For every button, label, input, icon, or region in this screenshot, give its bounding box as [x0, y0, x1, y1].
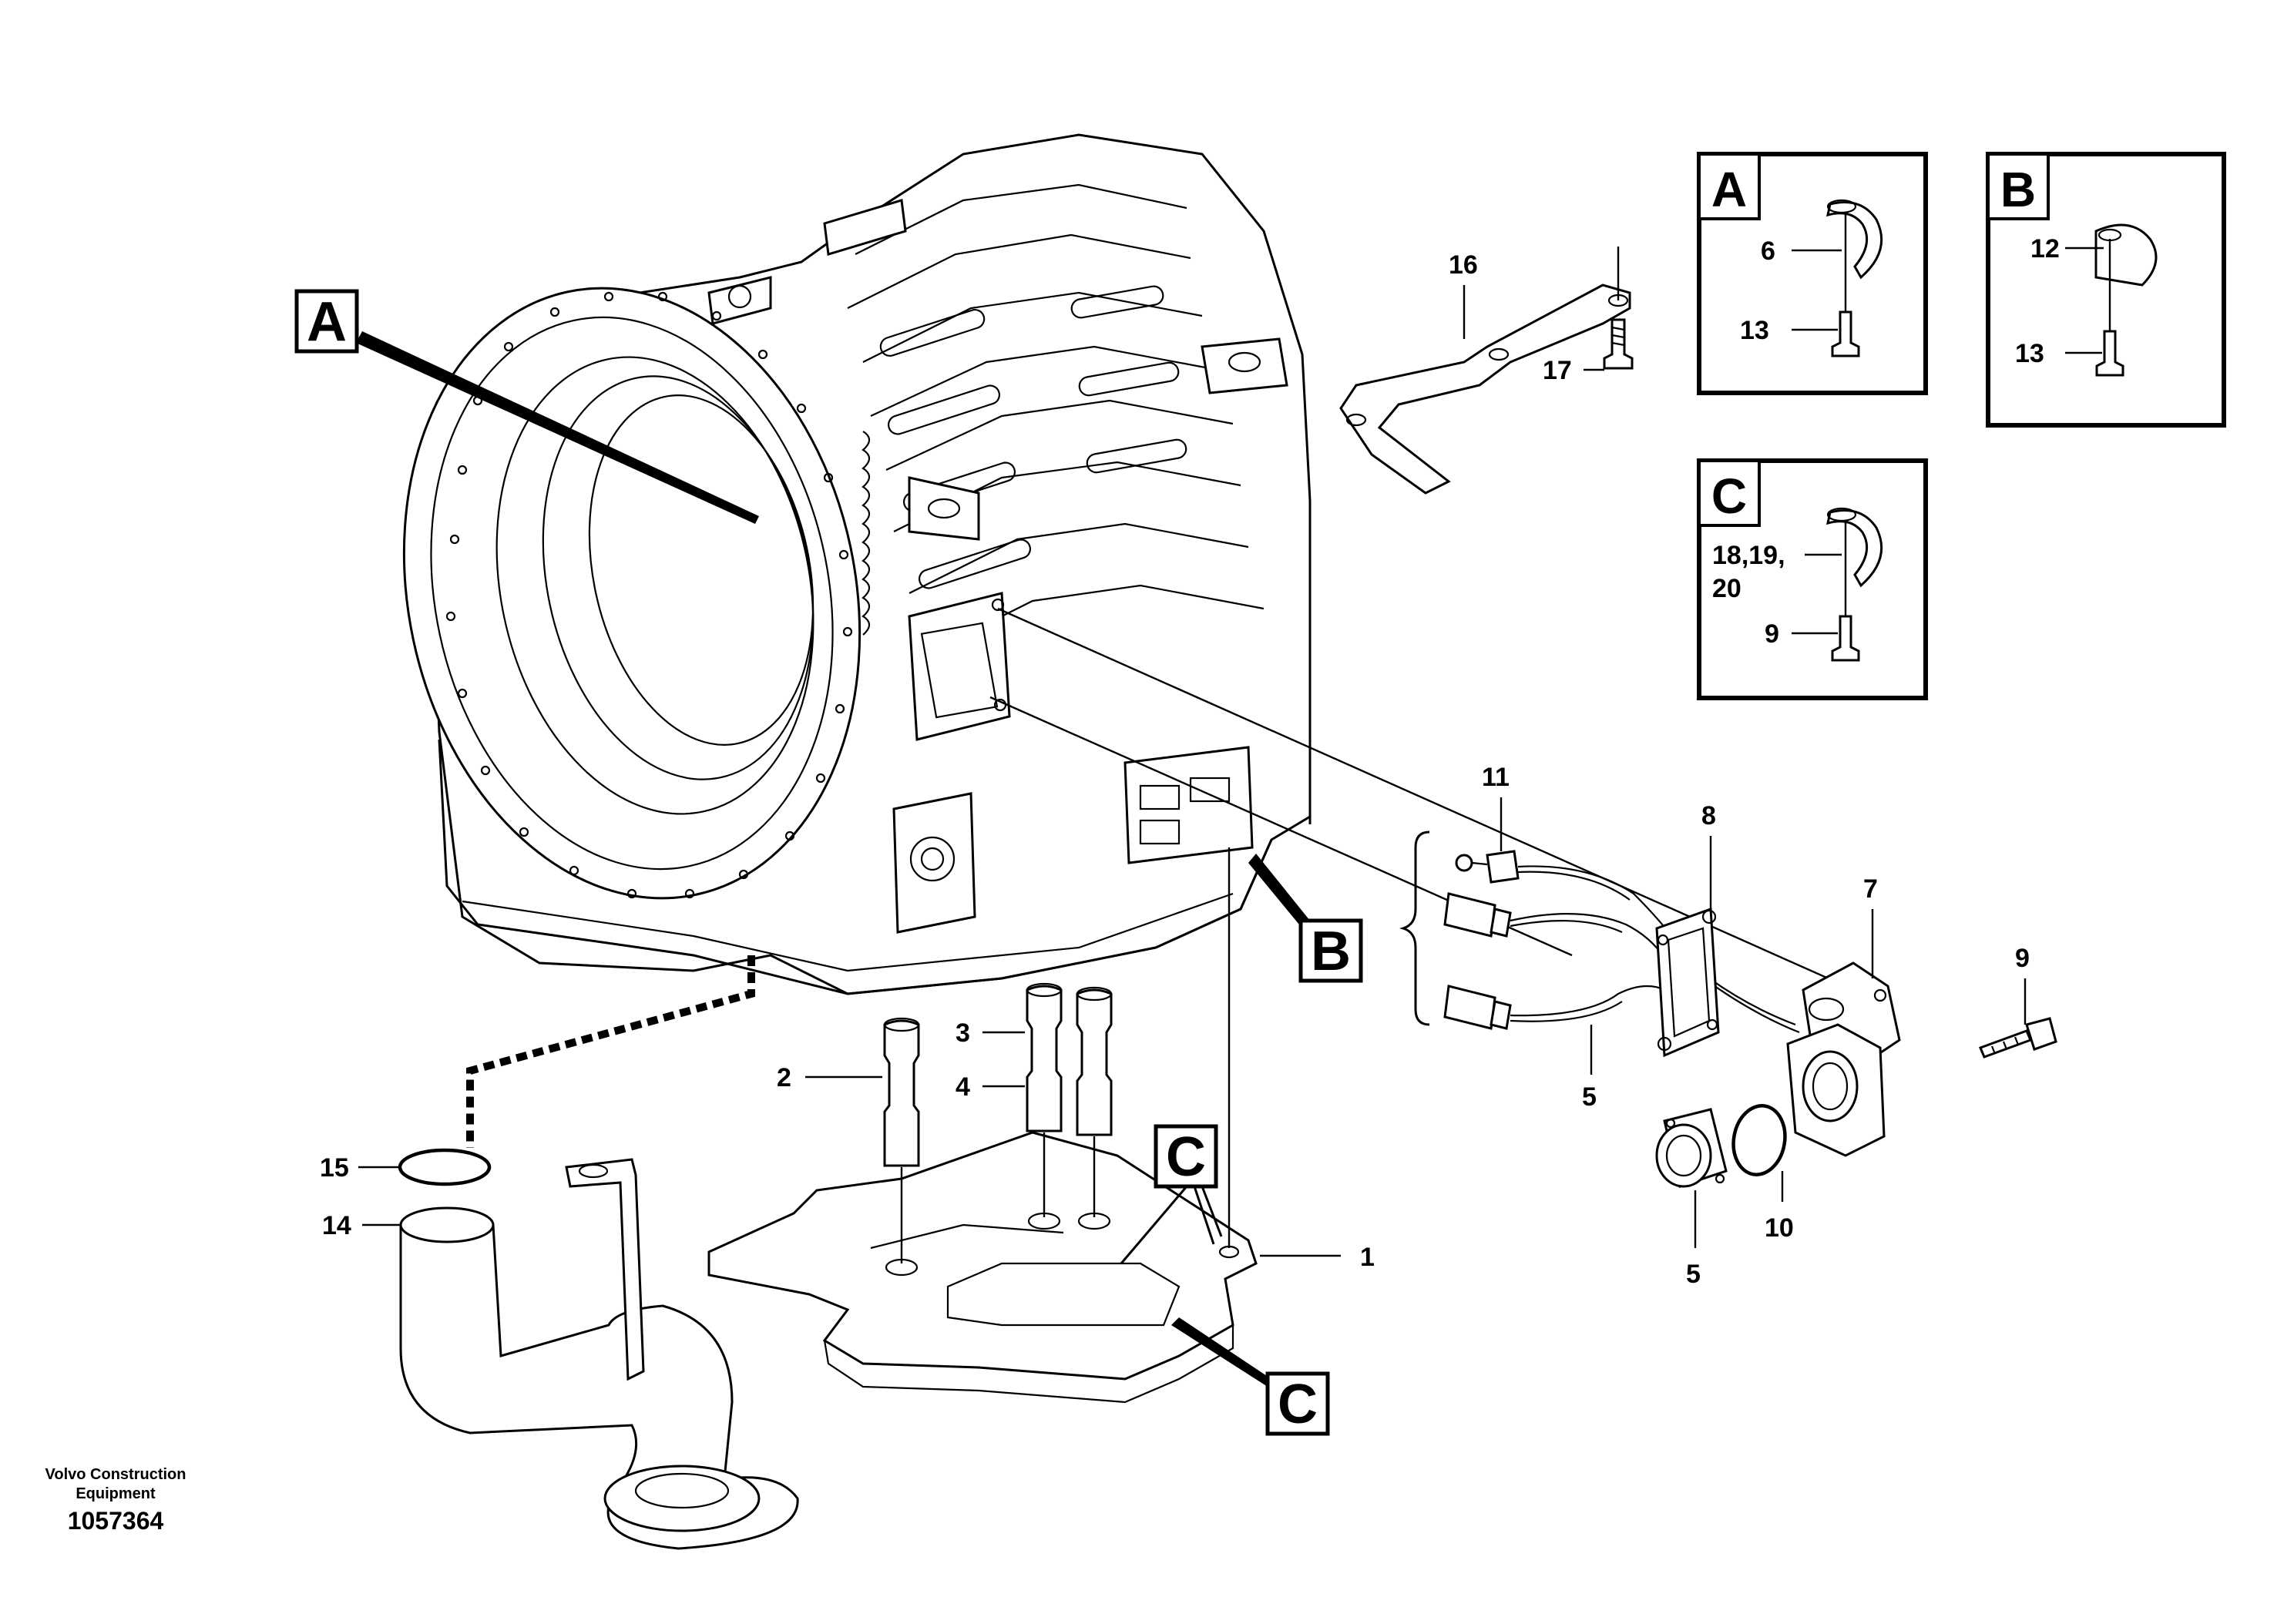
part-label-10: 10 [1765, 1213, 1794, 1243]
part-label-3: 3 [956, 1018, 970, 1048]
callout-c-upper-label: C [1166, 1126, 1206, 1188]
screw-9 [1979, 1017, 2057, 1059]
inset-b-letter: B [2000, 162, 2036, 217]
inset-b-clip-label: 12 [2030, 234, 2060, 263]
callout-b-label: B [1311, 921, 1351, 982]
inset-c: C 18,19, 20 9 [1697, 458, 1928, 700]
inset-a-screw-label: 13 [1740, 316, 1769, 345]
part-label-4: 4 [956, 1072, 970, 1102]
part-label-8: 8 [1701, 801, 1716, 830]
drawing-number: 1057364 [68, 1507, 164, 1535]
plug-4 [1076, 986, 1113, 1217]
plug-2 [883, 1017, 920, 1263]
part-label-5-sensor: 5 [1686, 1260, 1701, 1289]
inset-b-screw-label: 13 [2015, 339, 2044, 368]
sensor-housing-7 [1786, 961, 1901, 1157]
part-label-2: 2 [777, 1063, 791, 1092]
part-label-5-harness: 5 [1582, 1082, 1597, 1112]
inset-c-clip-label-2: 20 [1712, 574, 1741, 603]
inset-b: B 12 13 [1986, 152, 2226, 428]
part-label-16: 16 [1449, 250, 1478, 280]
brand-line-2: Equipment [76, 1485, 156, 1502]
speed-sensor-5 [1655, 1108, 1728, 1188]
callout-c-lower-label: C [1278, 1374, 1318, 1435]
o-ring-10 [1731, 1104, 1787, 1176]
screw-17 [1603, 247, 1634, 370]
title-block: Volvo Construction Equipment 1057364 [45, 1466, 186, 1535]
plug-3 [1026, 982, 1063, 1217]
callout-a: A [294, 289, 759, 524]
dashed-link [466, 955, 755, 1148]
part-label-7: 7 [1863, 874, 1878, 904]
callout-b: B [1248, 854, 1363, 983]
o-ring-15 [398, 1148, 492, 1186]
part-label-14: 14 [322, 1211, 351, 1240]
inset-c-screw-label: 9 [1765, 619, 1779, 649]
inset-c-clip-label-1: 18,19, [1712, 541, 1785, 570]
brand-line-1: Volvo Construction [45, 1466, 186, 1483]
inset-a: A 6 13 [1697, 152, 1928, 395]
callout-c-upper: C [1120, 1124, 1223, 1264]
inset-a-letter: A [1711, 162, 1747, 217]
callout-a-label: A [307, 291, 347, 353]
suction-pipe-14 [399, 1158, 799, 1550]
wiring-harness [1399, 830, 1800, 1058]
transmission-housing [402, 133, 1312, 995]
part-label-15: 15 [320, 1153, 349, 1183]
inset-a-clip-label: 6 [1761, 237, 1775, 266]
callout-c-lower: C [1171, 1317, 1330, 1436]
part-label-9: 9 [2015, 944, 2030, 973]
part-label-1: 1 [1360, 1243, 1375, 1272]
inset-c-letter: C [1711, 468, 1747, 524]
part-label-11: 11 [1482, 763, 1510, 792]
bracket-16 [1339, 284, 1631, 495]
part-label-17: 17 [1543, 356, 1572, 385]
